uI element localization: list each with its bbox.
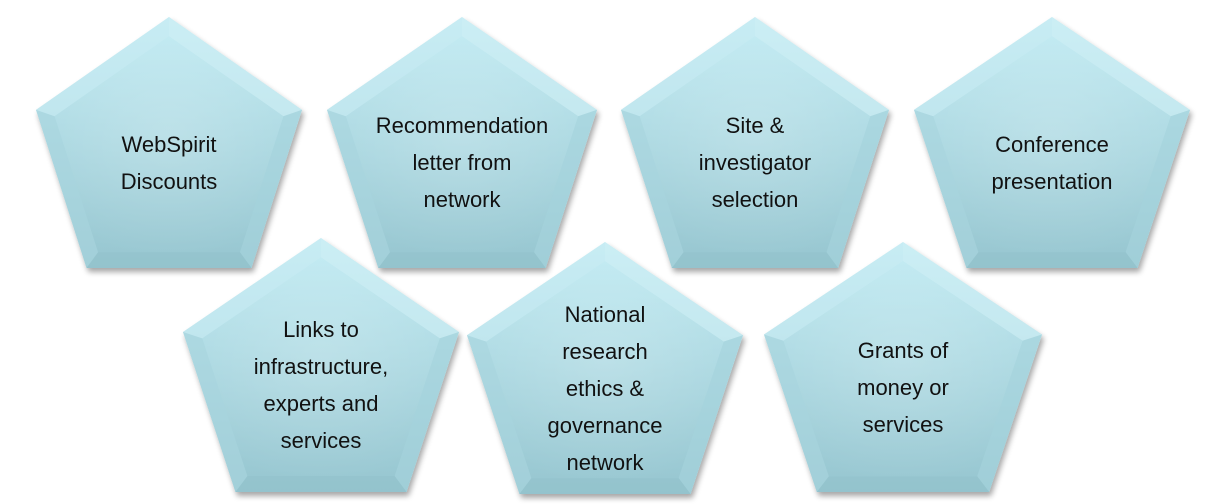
pentagon-label-line: Links to [283, 317, 359, 343]
pentagon-label-line: Grants of [857, 337, 949, 363]
pentagon-bevel-facet [914, 109, 979, 269]
pentagon-label-line: ethics & [565, 375, 645, 401]
pentagon-glow [933, 36, 1171, 253]
pentagon-bevel-facet [671, 252, 839, 268]
pentagon-shape [36, 17, 302, 269]
pentagon-shape [621, 17, 889, 269]
pentagon-bevel-facet [755, 17, 889, 117]
pentagon-bevel-facet [764, 242, 903, 341]
pentagon-bevel-facet [621, 17, 755, 117]
pentagon-bevel-facet [1125, 109, 1190, 269]
pentagon-glow [486, 261, 724, 479]
pentagon-label-line: governance [547, 412, 663, 438]
pentagon-shape [914, 17, 1190, 269]
pentagon-label-line: presentation [991, 168, 1113, 194]
pentagon-label: Grants of money or services [803, 297, 1003, 477]
pentagon-label: National research ethics & governance networ… [506, 297, 705, 478]
pentagon-bevel-facet [605, 242, 743, 342]
pentagon-bevel-facet [86, 252, 252, 268]
pentagon-bevel-facet [621, 109, 684, 269]
pentagon-bevel-facet [678, 335, 743, 494]
pentagon-label-line: WebSpirit [121, 131, 217, 157]
pentagon-label-line: selection [711, 187, 799, 213]
pentagon-bevel-facet [321, 238, 459, 339]
pentagon-shape [764, 242, 1042, 492]
pentagon-label-line: Discounts [120, 168, 218, 194]
pentagon-bevel-facet [977, 334, 1042, 492]
pentagon-bevel-facet [169, 17, 302, 117]
pentagon-bevel-facet [36, 17, 169, 117]
pentagon-label-line: money or [857, 374, 949, 400]
pentagon-label: Links to infrastructure, experts and servic… [222, 294, 421, 477]
pentagon-label-line: Site & [725, 113, 785, 139]
pentagon-bevel-facet [183, 331, 248, 492]
pentagon-label-line: research [562, 338, 648, 364]
pentagon-bevel-facet [462, 17, 597, 117]
pentagon-label-line: infrastructure, [253, 354, 389, 380]
pentagon-bevel-facet [235, 475, 407, 492]
pentagon-bevel-facet [903, 242, 1042, 341]
pentagon-label-line: letter from [412, 150, 512, 176]
pentagon-bevel-facet [378, 252, 546, 268]
pentagon-bevel-facet [826, 109, 889, 269]
pentagon-glow [345, 36, 579, 253]
pentagon-bevel-facet [1052, 17, 1190, 117]
pentagon-bevel-facet [394, 331, 459, 492]
pentagon-bevel-facet [914, 17, 1052, 117]
pentagon-bevel-facet [183, 238, 321, 339]
pentagon-glow [639, 36, 871, 253]
pentagon-label-line: National [564, 301, 646, 327]
pentagon-bevel-facet [764, 334, 829, 492]
pentagon-bevel-facet [36, 109, 99, 269]
pentagon-label-line: investigator [698, 150, 812, 176]
pentagon-label-line: Conference [995, 131, 1109, 157]
pentagon-label-line: network [566, 449, 644, 475]
pentagon-label-line: experts and [263, 391, 379, 417]
pentagon-label-line: Recommendation [375, 113, 549, 139]
pentagon-label-line: network [423, 187, 501, 213]
pentagon-label: Conference presentation [953, 72, 1152, 253]
pentagon-glow [783, 261, 1023, 477]
pentagon-bevel-facet [966, 252, 1138, 268]
pentagon-bevel-facet [816, 476, 990, 492]
pentagon-shape [467, 242, 743, 494]
pentagon-glow [54, 36, 284, 253]
pentagon-shape [327, 17, 597, 269]
pentagon-bevel-facet [519, 478, 691, 494]
pentagon-shape [183, 238, 459, 492]
pentagon-label: Site & investigator selection [659, 72, 852, 253]
pentagon-bevel-facet [327, 17, 462, 117]
pentagon-bevel-facet [467, 242, 605, 342]
pentagon-label-line: services [862, 411, 944, 437]
pentagon-bevel-facet [467, 335, 532, 494]
pentagon-glow [202, 257, 440, 476]
pentagon-bevel-facet [533, 109, 597, 269]
pentagon-bevel-facet [239, 109, 302, 269]
pentagon-bevel-facet [327, 109, 391, 269]
pentagon-label: Recommendation letter from network [365, 72, 559, 253]
pentagon-label-line: services [280, 428, 362, 454]
